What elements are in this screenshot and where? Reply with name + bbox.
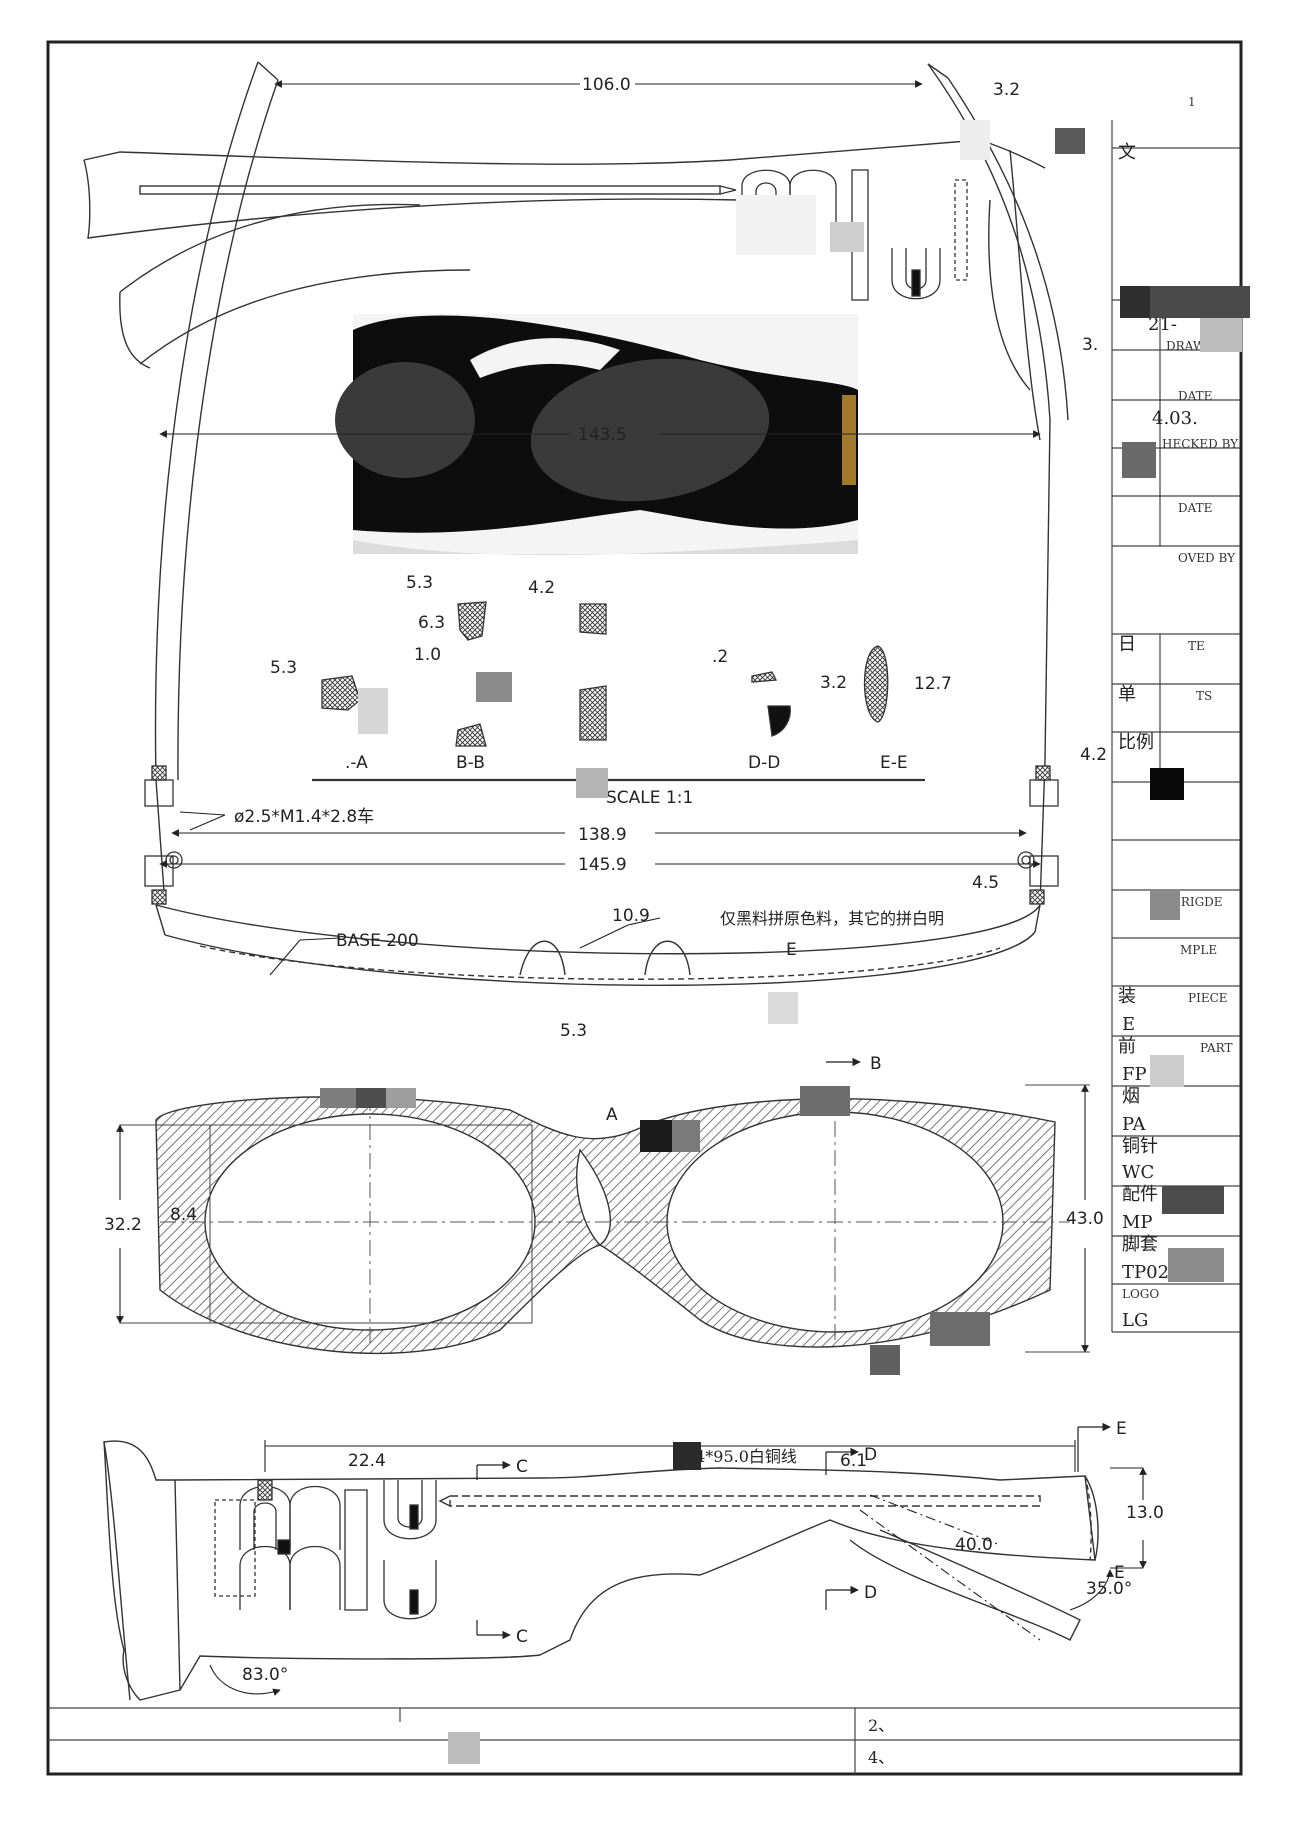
tb-date1-value: 4.03.: [1152, 408, 1198, 429]
tb-draw: DRAW: [1166, 339, 1206, 353]
tb-row5: 配件: [1122, 1184, 1158, 1205]
dim-side-13-0: 13.0: [1126, 1503, 1164, 1523]
dim-bridge-5-3: 5.3: [560, 1021, 587, 1041]
marker-e-top: E: [1116, 1419, 1127, 1439]
tb-date1: DATE: [1178, 389, 1212, 403]
marker-b: B: [870, 1054, 882, 1074]
marker-e-small: E: [786, 940, 797, 960]
side-view: [103, 1440, 1099, 1701]
tb-part-code: FP: [1122, 1064, 1147, 1085]
dim-overall-span: 145.9: [578, 855, 627, 875]
dim-temple-length: 106.0: [582, 75, 631, 95]
section-markers: [476, 1057, 1111, 1640]
dim-side-6-1: 6.1: [840, 1451, 867, 1471]
section-views: [312, 601, 925, 782]
dim-right-4-2: 4.2: [1080, 745, 1107, 765]
dim-front-height-right: 43.0: [1066, 1209, 1104, 1229]
cut-marker-letters: B A C C D D E E E: [516, 940, 1127, 1647]
note-4: 4、: [868, 1748, 894, 1767]
tb-doc: 文: [1118, 142, 1136, 163]
dim-right-4-5: 4.5: [972, 873, 999, 893]
tb-row3-code: PA: [1122, 1114, 1146, 1135]
dim-sec-3-2: 3.2: [820, 673, 847, 693]
marker-c-bottom: C: [516, 1627, 528, 1647]
dim-sec-5-3-left: 5.3: [270, 658, 297, 678]
notes-table: [48, 1707, 1240, 1774]
tb-part: 前: [1118, 1036, 1136, 1057]
front-view-box: [120, 1084, 1090, 1353]
tb-bridge: BRIGDE: [1172, 895, 1223, 909]
dim-sec-12-7: 12.7: [914, 674, 952, 694]
dimension-labels: 106.0 3.2 3. 143.5 5.3 6.3 1.0 4.2 5.3 .…: [104, 75, 1164, 1685]
dim-side-22-4: 22.4: [348, 1451, 386, 1471]
section-labels: .-A B-B D-D E-E: [345, 753, 908, 773]
tb-approved: OVED BY: [1178, 551, 1236, 565]
tb-drawing-no: 21-: [1148, 314, 1177, 335]
dim-rim-8-4: 8.4: [170, 1205, 197, 1225]
tb-row4: 铜针: [1122, 1136, 1158, 1157]
dim-angle-35: 35.0°: [1086, 1579, 1132, 1599]
section-a-label: .-A: [345, 753, 368, 773]
marker-c-top: C: [516, 1457, 528, 1477]
dim-temple-tip: 3.2: [993, 80, 1020, 100]
section-e-label: E-E: [880, 753, 908, 773]
tb-row4-code: WC: [1122, 1162, 1154, 1183]
tb-part-en: PART: [1200, 1041, 1232, 1055]
tb-row3: 烟: [1122, 1086, 1140, 1107]
tb-sheet-no: 1: [1188, 95, 1196, 109]
dim-sec-1-0: 1.0: [414, 645, 441, 665]
tb-scale: 比例: [1118, 732, 1154, 753]
dim-sec-4-2: 4.2: [528, 578, 555, 598]
side-view-hinge: [214, 1479, 437, 1620]
tb-date3-en: TE: [1188, 639, 1205, 653]
tb-row6-code: TP02: [1122, 1262, 1169, 1283]
sheet-border: [46, 40, 1243, 1776]
dim-screw-note: ø2.5*M1.4*2.8车: [234, 807, 374, 827]
redaction-blocks: [320, 120, 1250, 1764]
marker-e-bottom: E: [1114, 1563, 1125, 1583]
dim-side-40-0: 40.0: [955, 1535, 993, 1555]
dim-base: BASE 200: [336, 931, 419, 951]
tb-unit: 单: [1118, 684, 1136, 705]
dimension-lines: [116, 80, 1147, 1696]
tb-row5-code: MP: [1122, 1212, 1153, 1233]
front-view: [155, 1096, 1056, 1355]
dim-sec-6-3: 6.3: [418, 613, 445, 633]
tb-sample: MPLE: [1180, 943, 1217, 957]
marker-d-bottom: D: [864, 1583, 877, 1603]
tb-date3: 日: [1118, 634, 1136, 655]
marker-a: A: [606, 1105, 618, 1125]
note-2: 2、: [868, 1716, 894, 1735]
tb-row7-code: LG: [1122, 1310, 1148, 1331]
marker-d-top: D: [864, 1445, 877, 1465]
dim-hinge-offset: 3.: [1082, 335, 1098, 355]
hinge-left: [144, 765, 183, 905]
title-block-text: 1 文 21- DRAW DATE 4.03. HECKED BY DATE O…: [1118, 95, 1239, 1331]
dim-sec-2: .2: [712, 647, 728, 667]
sunglasses-photo: [335, 314, 858, 555]
dim-hinge-span: 138.9: [578, 825, 627, 845]
dim-frame-width: 143.5: [578, 425, 627, 445]
tb-date2: DATE: [1178, 501, 1212, 515]
tb-row7: LOGO: [1122, 1287, 1159, 1301]
dim-bridge-10-9: 10.9: [612, 906, 650, 926]
section-d-label: D-D: [748, 753, 780, 773]
front-view-centerlines: [160, 1092, 1070, 1345]
top-view-frame: [83, 61, 1069, 986]
tb-row1: 装: [1118, 986, 1136, 1007]
color-note: 仅黑料拼原色料，其它的拼白明: [720, 909, 944, 928]
section-b-label: B-B: [456, 753, 485, 773]
dim-angle-83: 83.0°: [242, 1665, 288, 1685]
dim-sec-5-3-top: 5.3: [406, 573, 433, 593]
scale-note: SCALE 1:1: [606, 788, 693, 808]
tb-row6: 脚套: [1122, 1234, 1158, 1255]
tb-unit-en: TS: [1196, 689, 1212, 703]
wire-note: .4*95.0白铜线: [690, 1447, 797, 1466]
tb-row1-code: E: [1122, 1014, 1135, 1035]
dim-front-height-left: 32.2: [104, 1215, 142, 1235]
tb-piece: PIECE: [1188, 991, 1228, 1005]
tb-checked: HECKED BY: [1162, 437, 1239, 451]
hinge-right: [1017, 765, 1059, 905]
